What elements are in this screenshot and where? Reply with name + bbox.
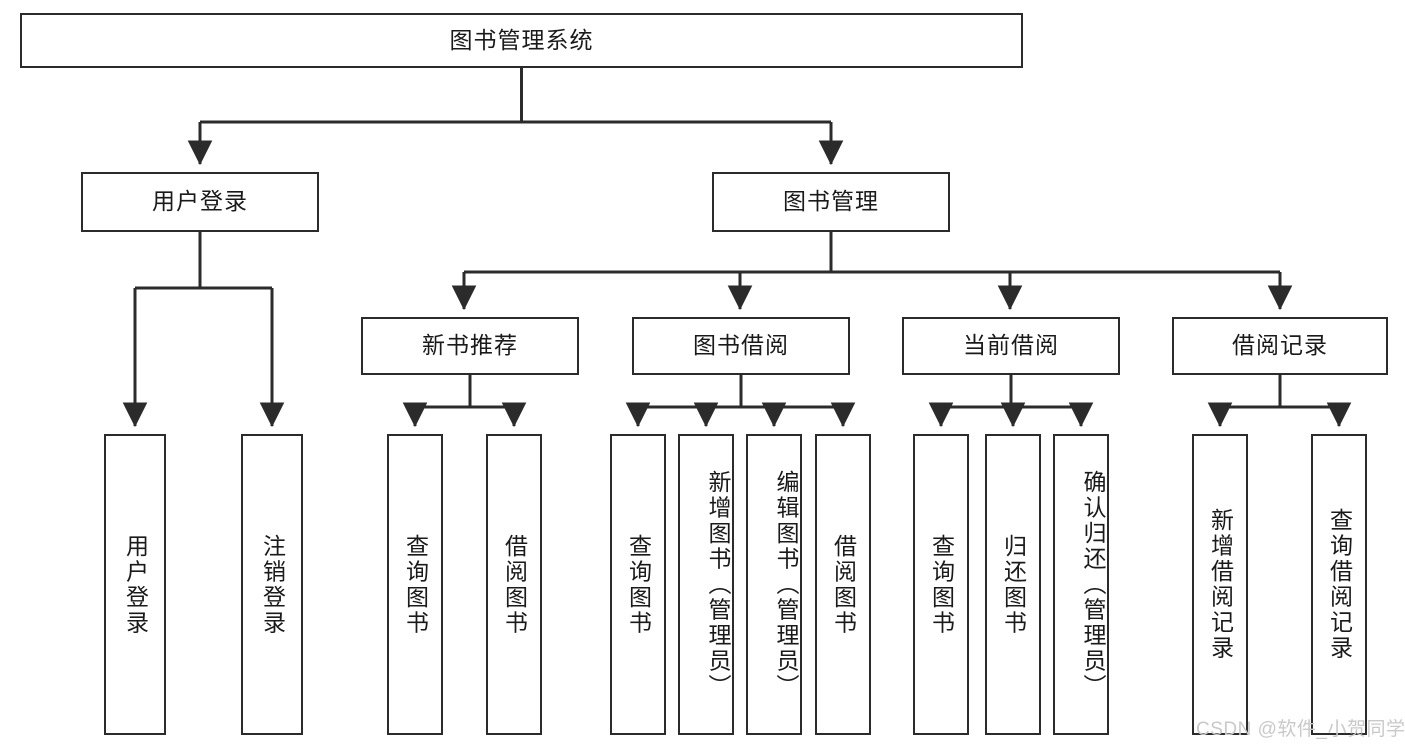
node-leaf-query-book-current[interactable]: 查询图书 <box>913 434 969 735</box>
node-leaf-borrow-book[interactable]: 借阅图书 <box>815 434 871 735</box>
node-level3-new-book-recommend[interactable]: 新书推荐 <box>361 317 579 375</box>
node-leaf-query-book-rec[interactable]: 查询图书 <box>387 434 443 735</box>
node-leaf-edit-book-admin[interactable]: 编辑图书（管理员） <box>746 434 802 735</box>
node-leaf-confirm-return-admin[interactable]: 确认归还（管理员） <box>1053 434 1109 735</box>
node-level3-current-borrow[interactable]: 当前借阅 <box>902 317 1120 375</box>
node-leaf-add-borrow-record[interactable]: 新增借阅记录 <box>1192 434 1248 735</box>
csdn-watermark: CSDN @软件_小贺同学 <box>1196 719 1405 740</box>
node-leaf-return-book[interactable]: 归还图书 <box>985 434 1041 735</box>
node-leaf-user-login[interactable]: 用户登录 <box>104 434 166 735</box>
node-leaf-add-book-admin[interactable]: 新增图书（管理员） <box>678 434 734 735</box>
node-level3-book-borrow[interactable]: 图书借阅 <box>632 317 850 375</box>
node-leaf-borrow-book-rec[interactable]: 借阅图书 <box>486 434 542 735</box>
node-leaf-query-book-borrow[interactable]: 查询图书 <box>610 434 666 735</box>
node-level2-book-management[interactable]: 图书管理 <box>712 172 950 232</box>
node-root[interactable]: 图书管理系统 <box>20 13 1023 68</box>
node-level3-borrow-records[interactable]: 借阅记录 <box>1172 317 1388 375</box>
node-leaf-query-borrow-record[interactable]: 查询借阅记录 <box>1311 434 1367 735</box>
node-level2-user-login[interactable]: 用户登录 <box>81 172 319 232</box>
node-leaf-logout-login[interactable]: 注销登录 <box>241 434 303 735</box>
